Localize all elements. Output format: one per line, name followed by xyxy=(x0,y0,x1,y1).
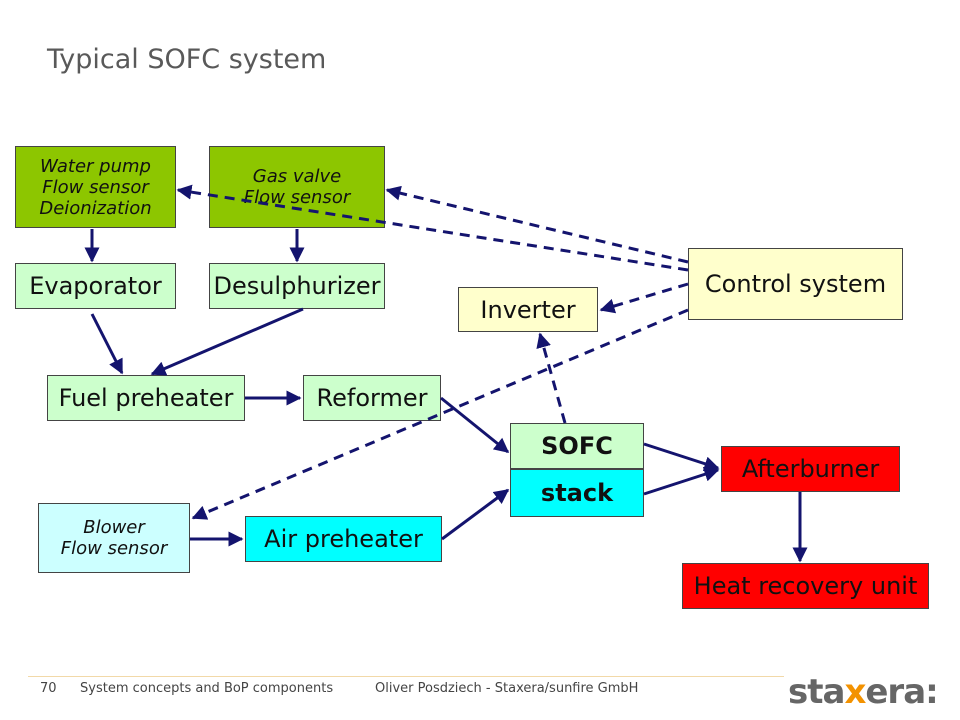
desulphurizer-box: Desulphurizer xyxy=(209,263,385,309)
gas-flow-sensor-label: Flow sensor xyxy=(243,187,351,208)
desulphurizer-label: Desulphurizer xyxy=(213,272,381,300)
control-system-label: Control system xyxy=(704,270,887,298)
sofc-label: SOFC xyxy=(541,432,613,460)
page-title: Typical SOFC system xyxy=(47,44,327,75)
inverter-label: Inverter xyxy=(480,295,576,324)
water-pump-label: Water pump xyxy=(40,155,151,177)
reformer-box: Reformer xyxy=(303,375,441,421)
reformer-label: Reformer xyxy=(316,384,428,412)
afterburner-box: Afterburner xyxy=(721,446,900,492)
arrow-sofc-afterburner-bottom xyxy=(643,467,720,496)
water-flow-sensor-label: Flow sensor xyxy=(42,176,149,198)
afterburner-label: Afterburner xyxy=(741,455,880,483)
page-number: 70 xyxy=(40,681,57,696)
footer-divider xyxy=(28,676,784,677)
deionization-label: Deionization xyxy=(39,197,152,219)
signal-control-gasvalve xyxy=(385,185,689,264)
arrow-airpreheater-sofc xyxy=(441,488,510,541)
air-preheater-box: Air preheater xyxy=(245,516,442,562)
evaporator-label: Evaporator xyxy=(29,272,162,300)
gas-valve-box: Gas valve Flow sensor xyxy=(209,146,385,228)
fuel-preheater-box: Fuel preheater xyxy=(47,375,245,421)
signal-control-inverter xyxy=(599,282,689,314)
air-preheater-label: Air preheater xyxy=(264,525,423,553)
arrow-evaporator-fuelpreheater xyxy=(90,313,124,375)
heat-recovery-unit-box: Heat recovery unit xyxy=(682,563,929,609)
control-system-box: Control system xyxy=(688,248,903,320)
blower-box: Blower Flow sensor xyxy=(38,503,190,573)
blower-flow-sensor-label: Flow sensor xyxy=(60,538,168,559)
blower-label: Blower xyxy=(83,517,145,538)
arrow-sofc-afterburner-top xyxy=(643,442,720,471)
stack-label: stack xyxy=(540,479,614,507)
signal-control-waterpump xyxy=(176,184,689,272)
sofc-stack-top-box: SOFC xyxy=(510,423,644,469)
heat-recovery-unit-label: Heat recovery unit xyxy=(693,572,918,600)
signal-control-blower xyxy=(191,308,689,520)
evaporator-box: Evaporator xyxy=(15,263,176,309)
inverter-box: Inverter xyxy=(458,287,598,332)
arrow-desulphurizer-fuelpreheater xyxy=(150,307,304,376)
water-pump-box: Water pump Flow sensor Deionization xyxy=(15,146,176,228)
signal-sofc-inverter xyxy=(536,332,567,424)
staxera-logo: staxera: xyxy=(788,672,939,712)
footer-section: System concepts and BoP components xyxy=(80,681,334,696)
sofc-stack-bottom-box: stack xyxy=(510,469,644,517)
fuel-preheater-label: Fuel preheater xyxy=(58,384,234,412)
gas-valve-label: Gas valve xyxy=(252,166,342,187)
arrow-reformer-sofc xyxy=(440,396,510,454)
footer-author: Oliver Posdziech - Staxera/sunfire GmbH xyxy=(375,681,639,696)
